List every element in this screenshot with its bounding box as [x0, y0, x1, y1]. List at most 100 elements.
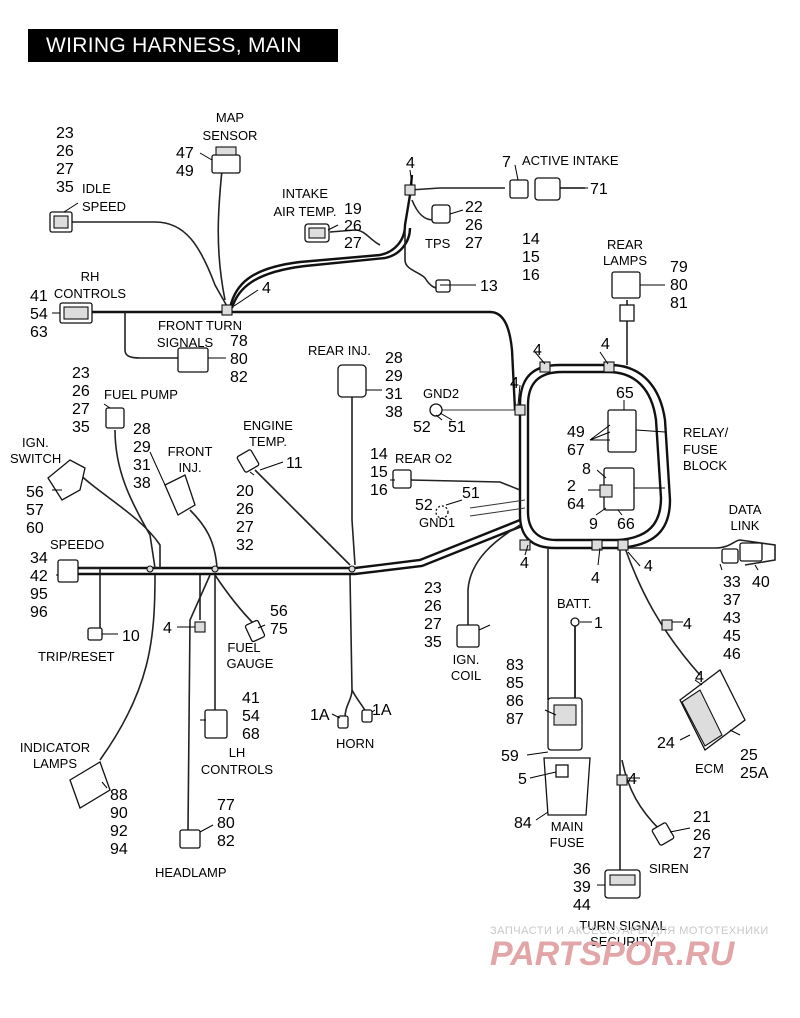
tps-connector: [431, 204, 451, 224]
callout: 27: [693, 845, 711, 862]
callout: 4: [683, 616, 692, 633]
callout: 46: [723, 646, 741, 663]
callout: 23: [56, 125, 74, 142]
callout: 95: [30, 586, 48, 603]
callout: 27: [424, 616, 442, 633]
callout: 1A: [372, 702, 392, 719]
callout: 15: [522, 249, 540, 266]
callout: 92: [110, 823, 128, 840]
callout: 4: [510, 375, 519, 392]
indicator-lamps-label-2: LAMPS: [33, 756, 77, 771]
trip-reset-label: TRIP/RESET: [38, 649, 115, 664]
ign-coil-connector: [456, 624, 480, 648]
ecm-label: ECM: [695, 761, 724, 776]
rh-controls-connector: [59, 302, 93, 324]
harness-trunks: [70, 169, 776, 870]
front-inj-label: FRONT: [168, 444, 213, 459]
component-labels: MAP SENSOR IDLE SPEED INTAKE AIR TEMP. A…: [10, 110, 762, 949]
harness-clips: [146, 184, 673, 786]
main-fuse-label: MAIN: [551, 819, 584, 834]
active-intake-actuator: [509, 177, 585, 201]
relay-fuse-block: [599, 409, 666, 511]
rh-controls-label: RH: [81, 269, 100, 284]
speedo-connector: [57, 559, 79, 583]
callout: 35: [424, 634, 442, 651]
rear-o2-label: REAR O2: [395, 451, 452, 466]
callout: 90: [110, 805, 128, 822]
callout: 83: [506, 657, 524, 674]
page-title: WIRING HARNESS, MAIN: [28, 29, 338, 62]
callout: 56: [270, 603, 288, 620]
indicator-lamps-label: INDICATOR: [20, 740, 90, 755]
battery-terminal: [570, 617, 580, 700]
rear-lamps-connector: [611, 271, 641, 322]
callout: 26: [236, 501, 254, 518]
callout: 26: [693, 827, 711, 844]
horn-label: HORN: [336, 736, 374, 751]
callout: 79: [670, 259, 688, 276]
rear-injector: [337, 364, 367, 398]
indicator-lamps-connector: [69, 761, 111, 809]
main-fuse-label-2: FUSE: [550, 835, 585, 850]
callout: 15: [370, 464, 388, 481]
watermark: ЗАПЧАСТИ И АКСЕССУАРЫ ДЛЯ МОТОТЕХНИКИ PA…: [490, 925, 769, 973]
horn-terminals: [337, 709, 373, 729]
callout: 36: [573, 861, 591, 878]
callout: 23: [72, 365, 90, 382]
headlamp-label: HEADLAMP: [155, 865, 227, 880]
gnd2-ring: [429, 403, 443, 417]
rear-inj-label: REAR INJ.: [308, 343, 371, 358]
callout: 80: [217, 815, 235, 832]
watermark-logo: PARTSPOR.RU: [490, 935, 736, 973]
callout: 67: [567, 442, 585, 459]
callout: 24: [657, 735, 675, 752]
callout: 82: [217, 833, 235, 850]
watermark-tagline: ЗАПЧАСТИ И АКСЕССУАРЫ ДЛЯ МОТОТЕХНИКИ: [490, 925, 769, 937]
rh-controls-label-2: CONTROLS: [54, 286, 127, 301]
rear-lamps-label-2: LAMPS: [603, 253, 647, 268]
active-intake-label: ACTIVE INTAKE: [522, 153, 619, 168]
callout: 13: [480, 278, 498, 295]
callout: 27: [465, 235, 483, 252]
speedo-label: SPEEDO: [50, 537, 104, 552]
callout: 41: [30, 288, 48, 305]
fuel-pump-label: FUEL PUMP: [104, 387, 178, 402]
callout: 84: [514, 815, 532, 832]
front-turn-signals-connector: [177, 347, 209, 373]
callout: 26: [344, 218, 362, 235]
callout: 80: [230, 351, 248, 368]
idle-speed-connector: [49, 211, 73, 233]
ignition-switch: [47, 459, 86, 501]
callout: 78: [230, 333, 248, 350]
callout: 39: [573, 879, 591, 896]
callout: 28: [385, 350, 403, 367]
tps-label: TPS: [425, 236, 451, 251]
callout: 33: [723, 574, 741, 591]
callout: 26: [424, 598, 442, 615]
lh-controls-label: LH: [229, 745, 246, 760]
connector-13: [435, 279, 451, 293]
main-fuse-block: [543, 697, 591, 816]
siren-connector: [651, 822, 675, 846]
callout: 82: [230, 369, 248, 386]
callout: 1: [594, 615, 603, 632]
callout: 42: [30, 568, 48, 585]
callout: 51: [462, 485, 480, 502]
turn-signal-security-label-2: SECURITY: [590, 934, 656, 949]
callout: 38: [385, 404, 403, 421]
rear-lamps-label: REAR: [607, 237, 643, 252]
fuel-gauge-label: FUEL: [227, 640, 260, 655]
fuel-gauge-label-2: GAUGE: [227, 656, 274, 671]
callout: 63: [30, 324, 48, 341]
gnd2-label: GND2: [423, 386, 459, 401]
callout: 54: [30, 306, 48, 323]
gnd1-ring: [435, 505, 449, 519]
callout: 31: [133, 457, 151, 474]
map-sensor-label: MAP: [216, 110, 244, 125]
ign-switch-label: IGN.: [22, 435, 49, 450]
callout: 66: [617, 516, 635, 533]
data-link-connector: [721, 542, 763, 564]
callout: 25A: [740, 765, 769, 782]
callout: 85: [506, 675, 524, 692]
